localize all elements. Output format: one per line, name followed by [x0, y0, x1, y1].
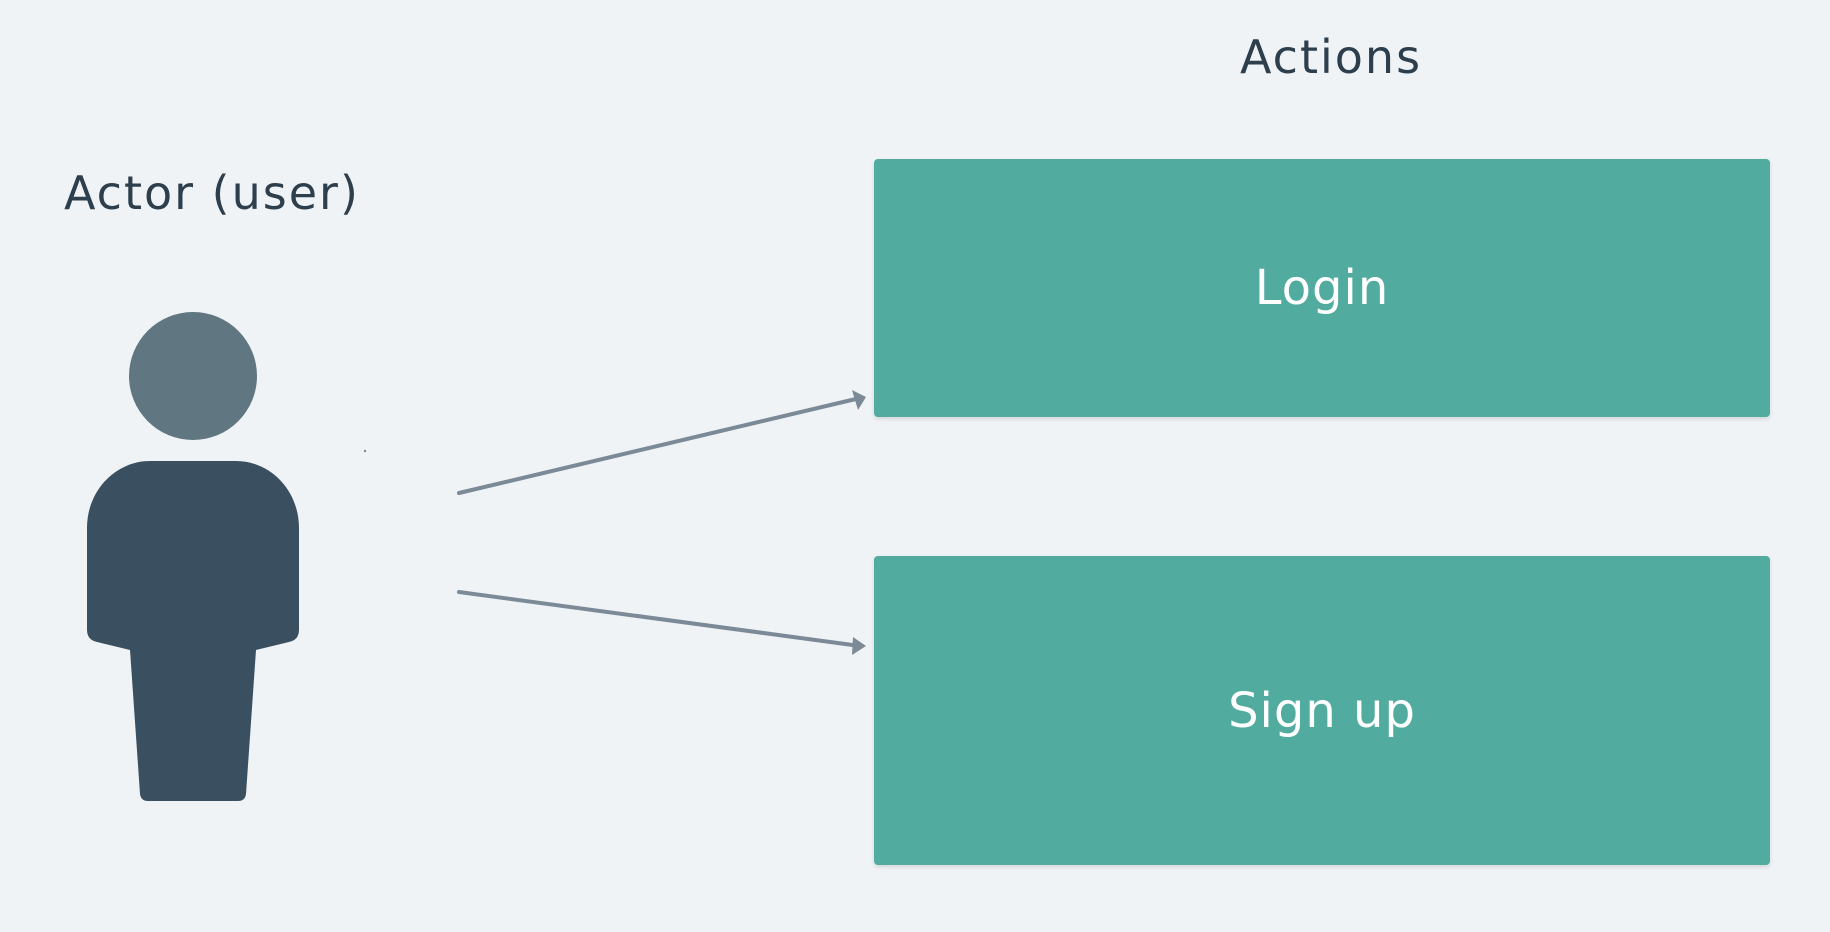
actions-heading: Actions [1240, 30, 1423, 84]
login-action-box[interactable]: Login [874, 159, 1770, 417]
login-label: Login [1254, 260, 1390, 316]
actor-heading: Actor (user) [64, 166, 360, 220]
arrow-to-signup [457, 590, 862, 648]
person-head [129, 312, 257, 440]
signup-action-box[interactable]: Sign up [874, 556, 1770, 865]
arrow-to-login [457, 396, 862, 495]
signup-label: Sign up [1228, 682, 1416, 739]
arrowhead-login-icon [852, 390, 866, 410]
arrowhead-signup-icon [852, 637, 866, 655]
stray-dot [363, 449, 367, 453]
person-body [87, 461, 299, 801]
